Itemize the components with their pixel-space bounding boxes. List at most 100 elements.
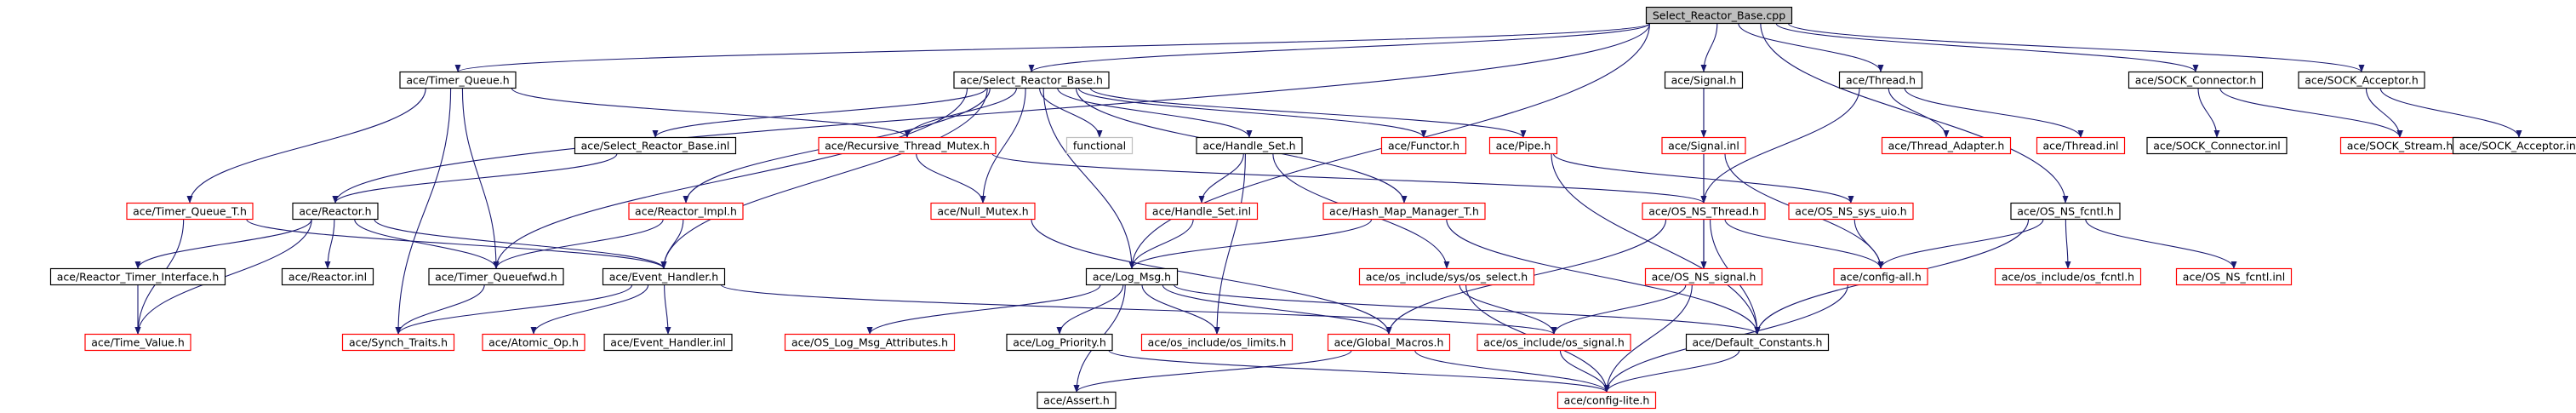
node-signal-inl[interactable]: ace/Signal.inl bbox=[1661, 136, 1746, 155]
edge-srb-inl-to-reactor-h bbox=[332, 153, 618, 204]
node-os-log-attr-h[interactable]: ace/OS_Log_Msg_Attributes.h bbox=[784, 333, 956, 352]
node-assert-h[interactable]: ace/Assert.h bbox=[1037, 391, 1117, 410]
node-log-msg-h[interactable]: ace/Log_Msg.h bbox=[1085, 267, 1179, 286]
node-label: Select_Reactor_Base.cpp bbox=[1653, 9, 1785, 22]
edge-os-ns-sys-uio-h-to-config-all-h bbox=[1853, 219, 1884, 269]
node-pipe-h[interactable]: ace/Pipe.h bbox=[1488, 136, 1558, 155]
node-hmm-t-h[interactable]: ace/Hash_Map_Manager_T.h bbox=[1322, 202, 1486, 221]
node-label: ace/SOCK_Connector.inl bbox=[2153, 140, 2281, 152]
node-label: functional bbox=[1073, 140, 1126, 152]
edge-rtm-h-to-null-mutex-h bbox=[916, 153, 986, 204]
node-sock-acc-h[interactable]: ace/SOCK_Acceptor.h bbox=[2298, 71, 2425, 89]
node-atomic-op-h[interactable]: ace/Atomic_Op.h bbox=[482, 333, 585, 352]
node-event-handler-h[interactable]: ace/Event_Handler.h bbox=[602, 267, 726, 286]
node-os-ns-signal-h[interactable]: ace/OS_NS_signal.h bbox=[1644, 267, 1763, 286]
node-label: ace/Event_Handler.h bbox=[609, 271, 718, 284]
node-handle-set-inl[interactable]: ace/Handle_Set.inl bbox=[1145, 202, 1259, 221]
node-log-priority-h[interactable]: ace/Log_Priority.h bbox=[1006, 333, 1113, 352]
node-os-signal-h[interactable]: ace/os_include/os_signal.h bbox=[1476, 333, 1631, 352]
node-label: ace/OS_NS_fcntl.inl bbox=[2183, 271, 2285, 284]
node-rtm-h[interactable]: ace/Recursive_Thread_Mutex.h bbox=[818, 136, 997, 155]
node-null-mutex-h[interactable]: ace/Null_Mutex.h bbox=[930, 202, 1036, 221]
node-config-lite-h[interactable]: ace/config-lite.h bbox=[1556, 391, 1657, 410]
edge-timer-queue-h-to-synch-traits-h bbox=[395, 88, 452, 335]
node-box bbox=[84, 333, 191, 352]
node-box bbox=[2175, 267, 2293, 286]
node-sock-stream-h[interactable]: ace/SOCK_Stream.h bbox=[2339, 136, 2460, 155]
node-root[interactable]: Select_Reactor_Base.cpp bbox=[1645, 6, 1793, 25]
node-reactor-impl-h[interactable]: ace/Reactor_Impl.h bbox=[628, 202, 744, 221]
node-box bbox=[1881, 136, 2012, 155]
edge-reactor-h-to-reactor-inl bbox=[324, 219, 335, 269]
node-event-handler-inl[interactable]: ace/Event_Handler.inl bbox=[603, 333, 733, 352]
edge-thread-h-to-thread-adapter-h bbox=[1888, 88, 1950, 138]
node-box bbox=[1196, 136, 1303, 155]
node-os-ns-fcntl-inl[interactable]: ace/OS_NS_fcntl.inl bbox=[2175, 267, 2293, 286]
node-timer-queue-h[interactable]: ace/Timer_Queue.h bbox=[399, 71, 517, 89]
node-label: ace/Timer_Queuefwd.h bbox=[435, 271, 557, 284]
node-reactor-inl[interactable]: ace/Reactor.inl bbox=[281, 267, 374, 286]
edge-root-to-timer-queue-h bbox=[454, 23, 1651, 72]
node-box bbox=[2146, 136, 2288, 155]
edge-layer bbox=[134, 23, 2522, 393]
edge-log-msg-h-to-global-macros-h bbox=[1162, 284, 1392, 335]
node-label: ace/os_include/os_fcntl.h bbox=[2002, 271, 2134, 284]
node-box bbox=[574, 136, 737, 155]
node-box bbox=[2010, 202, 2121, 221]
node-box bbox=[49, 267, 226, 286]
node-tqfwd-h[interactable]: ace/Timer_Queuefwd.h bbox=[428, 267, 564, 286]
node-reactor-h[interactable]: ace/Reactor.h bbox=[292, 202, 379, 221]
node-box bbox=[930, 202, 1036, 221]
node-sock-acc-inl[interactable]: ace/SOCK_Acceptor.inl bbox=[2452, 136, 2576, 155]
node-os-ns-thread-h[interactable]: ace/OS_NS_Thread.h bbox=[1642, 202, 1766, 221]
edge-os-sys-select-h-to-os-signal-h bbox=[1459, 284, 1557, 335]
edge-root-to-thread-h bbox=[1738, 23, 1884, 72]
node-rti-h[interactable]: ace/Reactor_Timer_Interface.h bbox=[49, 267, 226, 286]
node-global-macros-h[interactable]: ace/Global_Macros.h bbox=[1327, 333, 1451, 352]
node-functor-h[interactable]: ace/Functor.h bbox=[1380, 136, 1467, 155]
edge-global-macros-h-to-config-lite-h bbox=[1414, 350, 1610, 393]
node-handle-set-h[interactable]: ace/Handle_Set.h bbox=[1196, 136, 1303, 155]
node-srb-inl[interactable]: ace/Select_Reactor_Base.inl bbox=[574, 136, 737, 155]
node-layer: Select_Reactor_Base.cpp ace/Timer_Queue.h… bbox=[49, 6, 2576, 410]
node-label: ace/config-lite.h bbox=[1564, 394, 1650, 407]
node-synch-traits-h[interactable]: ace/Synch_Traits.h bbox=[341, 333, 455, 352]
node-functional[interactable]: functional bbox=[1065, 136, 1134, 155]
node-os-ns-sys-uio-h[interactable]: ace/OS_NS_sys_uio.h bbox=[1788, 202, 1914, 221]
edge-timer-queue-t-h-to-event-handler-h bbox=[246, 219, 667, 269]
node-label: ace/Select_Reactor_Base.h bbox=[960, 74, 1103, 87]
node-box bbox=[1661, 136, 1746, 155]
edge-hmm-t-h-to-default-constants-h bbox=[1446, 219, 1761, 335]
node-box bbox=[1664, 71, 1744, 89]
node-signal-h[interactable]: ace/Signal.h bbox=[1664, 71, 1744, 89]
node-sock-conn-inl[interactable]: ace/SOCK_Connector.inl bbox=[2146, 136, 2288, 155]
edge-rtm-h-to-os-ns-thread-h bbox=[991, 153, 1707, 204]
node-time-value-h[interactable]: ace/Time_Value.h bbox=[84, 333, 191, 352]
edge-srb-h-to-pipe-h bbox=[1089, 88, 1527, 138]
node-thread-inl[interactable]: ace/Thread.inl bbox=[2036, 136, 2126, 155]
node-box bbox=[281, 267, 374, 286]
node-label: ace/Atomic_Op.h bbox=[488, 336, 579, 349]
node-box bbox=[818, 136, 997, 155]
edge-srb-h-to-rtm-h bbox=[904, 88, 1018, 138]
node-srb-h[interactable]: ace/Select_Reactor_Base.h bbox=[953, 71, 1110, 89]
node-default-constants-h[interactable]: ace/Default_Constants.h bbox=[1685, 333, 1830, 352]
edge-os-ns-thread-h-to-config-all-h bbox=[1724, 219, 1884, 269]
node-box bbox=[1642, 202, 1766, 221]
edge-sock-conn-h-to-sock-stream-h bbox=[2219, 88, 2403, 138]
node-timer-queue-t-h[interactable]: ace/Timer_Queue_T.h bbox=[126, 202, 254, 221]
node-box bbox=[1380, 136, 1467, 155]
node-sock-conn-h[interactable]: ace/SOCK_Connector.h bbox=[2128, 71, 2264, 89]
node-os-ns-fcntl-h[interactable]: ace/OS_NS_fcntl.h bbox=[2010, 202, 2121, 221]
node-box bbox=[953, 71, 1110, 89]
node-label: ace/OS_NS_Thread.h bbox=[1648, 205, 1759, 218]
node-thread-h[interactable]: ace/Thread.h bbox=[1838, 71, 1923, 89]
node-thread-adapter-h[interactable]: ace/Thread_Adapter.h bbox=[1881, 136, 2012, 155]
node-label: ace/Reactor_Impl.h bbox=[635, 205, 737, 218]
node-os-limits-h[interactable]: ace/os_include/os_limits.h bbox=[1140, 333, 1294, 352]
node-config-all-h[interactable]: ace/config-all.h bbox=[1833, 267, 1928, 286]
node-os-fcntl-h[interactable]: ace/os_include/os_fcntl.h bbox=[1994, 267, 2142, 286]
node-label: ace/os_include/sys/os_select.h bbox=[1366, 271, 1528, 284]
node-os-sys-select-h[interactable]: ace/os_include/sys/os_select.h bbox=[1358, 267, 1535, 286]
edge-timer-queue-h-to-rtm-h bbox=[511, 88, 911, 138]
